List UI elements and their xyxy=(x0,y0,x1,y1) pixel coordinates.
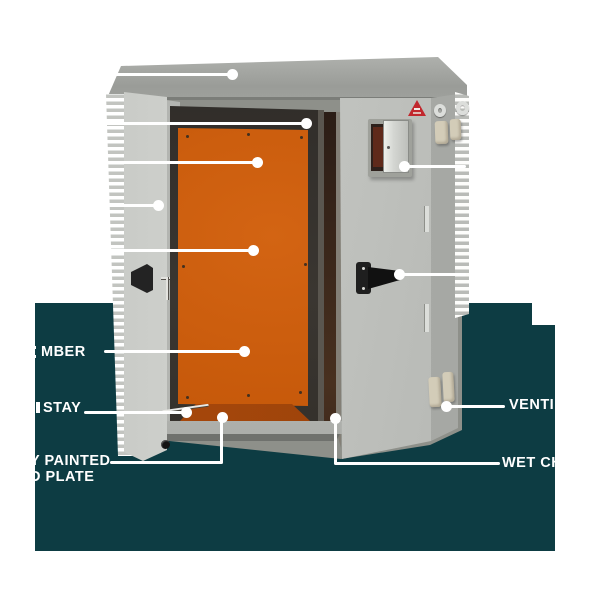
callout-dot-wet xyxy=(329,412,341,424)
lifting-eye-bolt xyxy=(434,104,446,117)
plate-screw xyxy=(186,135,189,138)
label-plate: D PLATE xyxy=(30,469,95,485)
callout-line-window xyxy=(404,164,466,168)
callout-line-door-seal xyxy=(62,121,309,125)
callout-line-wet-h xyxy=(333,461,500,465)
vent-cover xyxy=(449,118,462,141)
callout-dot-plate-mid xyxy=(247,244,259,256)
partial-letter-mark xyxy=(36,402,40,413)
plate-screw xyxy=(304,263,307,266)
plate-screw xyxy=(182,265,185,268)
label-painted: Y PAINTED xyxy=(30,453,111,469)
left-door-latch xyxy=(161,277,170,280)
callout-line-stay xyxy=(84,410,189,414)
callout-dot-vent xyxy=(440,400,452,412)
label-member: MBER xyxy=(41,344,86,360)
plate-screw xyxy=(247,394,250,397)
handle-screw xyxy=(362,287,365,290)
callout-line-vent xyxy=(450,404,505,408)
callout-line-gland-v xyxy=(220,417,223,463)
right-door-handle-plate xyxy=(356,262,371,294)
vent-cover xyxy=(428,376,442,408)
callout-line-handle xyxy=(399,272,466,276)
plate-screw xyxy=(300,136,303,139)
plate-screw xyxy=(247,133,250,136)
callout-line-roof xyxy=(62,72,235,76)
callout-line-gland-h xyxy=(110,461,223,464)
brand-logo-mark xyxy=(413,112,421,114)
label-stay: STAY xyxy=(43,400,82,416)
door-hinge xyxy=(424,304,429,332)
left-door-latch-stem xyxy=(166,277,169,300)
callout-dot-door-seal xyxy=(300,117,312,129)
label-wet-channel: WET CH xyxy=(502,455,563,471)
brand-logo-mark xyxy=(414,108,420,110)
callout-dot-roof xyxy=(226,68,238,80)
callout-dot-member xyxy=(238,345,250,357)
door-hinge xyxy=(424,206,429,232)
partial-letter-mark xyxy=(30,355,36,358)
callout-line-member xyxy=(104,349,247,353)
vent-cover xyxy=(442,371,455,403)
callout-dot-stay xyxy=(180,406,192,418)
callout-line-plate-mid xyxy=(62,248,256,252)
callout-dot-door xyxy=(152,199,164,211)
partial-letter-mark xyxy=(30,350,35,353)
door-foot-bolt xyxy=(161,440,170,449)
callout-line-plate-top xyxy=(62,160,260,164)
callout-dot-handle xyxy=(393,268,405,280)
plate-screw xyxy=(186,396,189,399)
callout-dot-gland xyxy=(216,411,228,423)
partial-letter-mark xyxy=(30,346,36,349)
roof-edge-shadow xyxy=(108,97,467,100)
meter-window-latch xyxy=(387,146,390,149)
callout-dot-plate-top xyxy=(251,156,263,168)
lifting-eye-bolt xyxy=(456,101,469,115)
handle-screw xyxy=(362,267,365,270)
vent-cover xyxy=(434,120,449,145)
label-vented: VENTI xyxy=(509,397,555,413)
callout-line-door xyxy=(62,203,161,207)
callout-dot-window xyxy=(398,160,410,172)
callout-line-wet-v xyxy=(333,418,337,464)
plate-screw xyxy=(299,391,302,394)
